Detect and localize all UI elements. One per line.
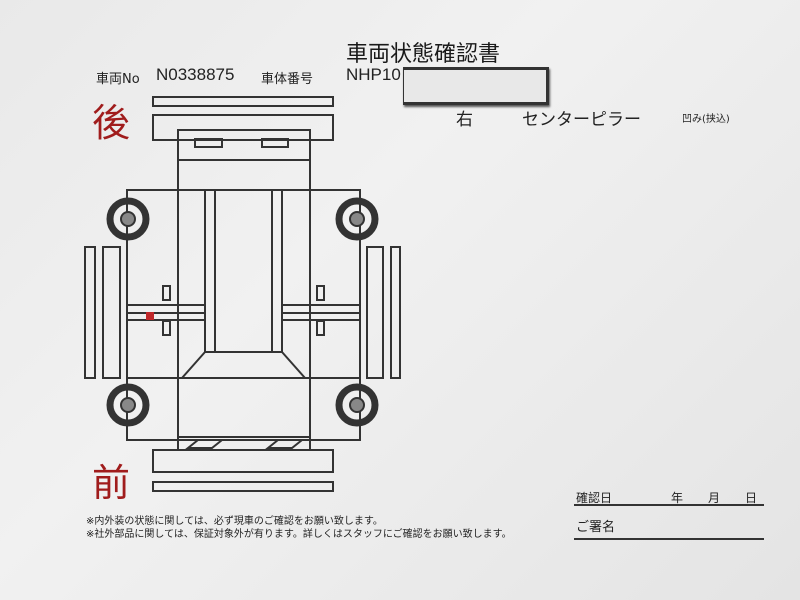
chassis-no-label: 車体番号 <box>261 72 314 87</box>
note-1: ※内外装の状態に関しては、必ず現車のご確認をお願い致します。 <box>86 516 383 527</box>
rear-label: 後 <box>92 101 131 145</box>
vehicle-no-label: 車両No <box>96 72 140 87</box>
wheels <box>106 197 379 427</box>
vehicle-no: N0338875 <box>156 65 235 84</box>
left-side-panel <box>102 246 121 379</box>
signature-label: ご署名 <box>576 520 616 535</box>
damage-mark <box>146 312 154 320</box>
year-label: 年 <box>671 491 684 505</box>
damage-side: 右 <box>456 110 473 130</box>
signature-line <box>574 538 764 540</box>
front-bumper <box>152 449 334 473</box>
damage-type: 凹み(挟込) <box>682 114 730 125</box>
redaction-tape <box>403 67 549 105</box>
note-2: ※社外部品に関しては、保証対象外が有ります。詳しくはスタッフにご確認をお願い致し… <box>86 529 512 540</box>
confirm-date-label: 確認日 <box>576 491 613 505</box>
windshield <box>179 351 308 379</box>
day-label: 日 <box>745 491 758 505</box>
right-side-sill <box>390 246 401 379</box>
front-bumper-bottom <box>152 481 334 492</box>
front-label: 前 <box>92 461 131 505</box>
right-side-panel <box>366 246 384 379</box>
headlamps <box>185 439 305 449</box>
left-side-sill <box>84 246 96 379</box>
roof <box>214 189 273 353</box>
body-outline <box>126 189 361 441</box>
date-line <box>574 504 764 506</box>
rear-lamp-right <box>261 138 289 148</box>
month-label: 月 <box>708 491 721 505</box>
rear-bumper-top <box>152 96 334 107</box>
rear-bumper <box>152 114 334 141</box>
rear-lamp-left <box>194 138 223 148</box>
damage-part: センターピラー <box>522 110 641 130</box>
rear-gate <box>177 129 311 161</box>
document-title: 車両状態確認書 <box>346 42 501 67</box>
chassis-no: NHP10 <box>346 65 401 84</box>
